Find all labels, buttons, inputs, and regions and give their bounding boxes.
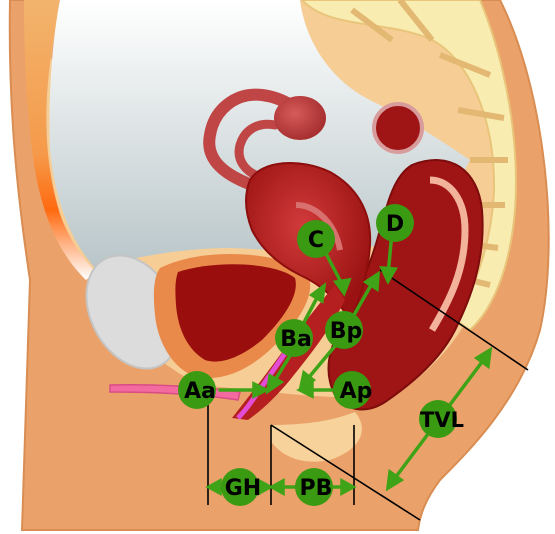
rectum [327, 159, 484, 411]
line-posterior-fornix [379, 269, 529, 371]
label-d-text: D [386, 212, 404, 237]
label-aa: Aa [178, 371, 216, 409]
line-hymen-plane [270, 424, 421, 521]
label-gh-text: GH [225, 476, 261, 501]
sigmoid-colon [372, 102, 424, 154]
label-bp: Bp [325, 311, 363, 349]
label-ba-text: Ba [280, 327, 312, 352]
ovary [274, 96, 326, 140]
label-gh: GH [221, 468, 261, 506]
label-tvl: TVL [419, 400, 464, 438]
label-c-text: C [308, 228, 324, 253]
label-c: C [297, 220, 335, 258]
fallopian-tube-inner [234, 119, 280, 183]
label-tvl-text: TVL [420, 408, 464, 432]
label-ap: Ap [333, 371, 372, 409]
rectum-lumen [428, 176, 469, 332]
abdominal-wall [24, 0, 96, 280]
label-ap-text: Ap [340, 379, 373, 404]
label-pb-text: PB [300, 476, 333, 501]
label-pb: PB [295, 468, 333, 506]
label-d: D [376, 204, 414, 242]
pelvic-cavity [49, 0, 471, 268]
perineal-body [270, 412, 362, 462]
uterine-cavity [295, 202, 343, 251]
bladder-lumen [175, 264, 296, 362]
label-bp-text: Bp [330, 319, 363, 344]
label-ba: Ba [275, 319, 313, 357]
label-aa-text: Aa [184, 379, 216, 404]
vertebrae [350, 0, 508, 288]
